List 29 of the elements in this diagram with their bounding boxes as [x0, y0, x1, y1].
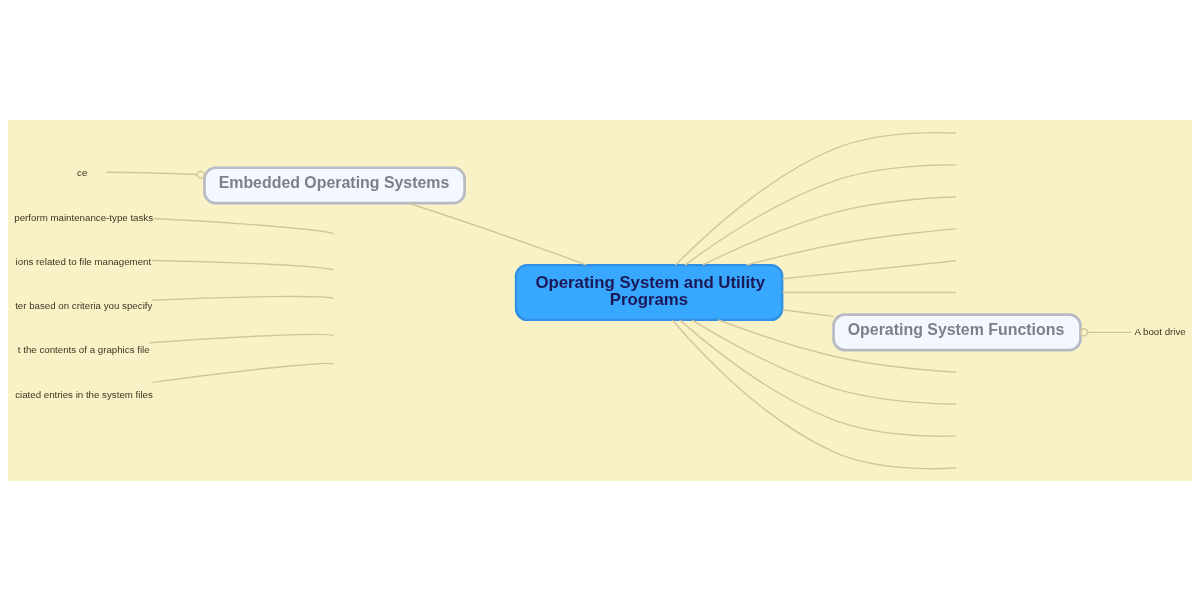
connector: [1079, 327, 1133, 337]
node-text: A boot drive: [1134, 325, 1186, 337]
connector: [151, 259, 335, 271]
node-text: ciated entries in the system files: [15, 388, 153, 400]
connector: [781, 259, 957, 279]
node-box: Embedded Operating Systems: [203, 165, 466, 204]
node-text: ce: [77, 166, 88, 178]
connector: [717, 318, 957, 373]
connector: [671, 319, 957, 469]
connector: [702, 195, 957, 266]
connector: [151, 295, 335, 301]
connector: [781, 308, 835, 317]
node-box: Operating System Functions: [832, 312, 1082, 351]
connector: [745, 227, 957, 266]
node-text: ter based on criteria you specify: [15, 299, 153, 311]
connector: [105, 170, 206, 179]
node-box: Operating System and Utility Programs: [514, 263, 784, 321]
node-text: perform maintenance-type tasks: [14, 211, 154, 223]
node-text: ions related to file management: [15, 255, 152, 267]
connector: [684, 163, 957, 266]
connector: [781, 291, 957, 293]
connector: [151, 362, 335, 383]
connector: [152, 217, 335, 235]
connector: [407, 202, 587, 266]
connector: [149, 333, 335, 343]
connector: [679, 318, 957, 437]
node-text: t the contents of a graphics file: [17, 343, 150, 355]
connector: [674, 131, 957, 266]
connector: [691, 318, 957, 405]
